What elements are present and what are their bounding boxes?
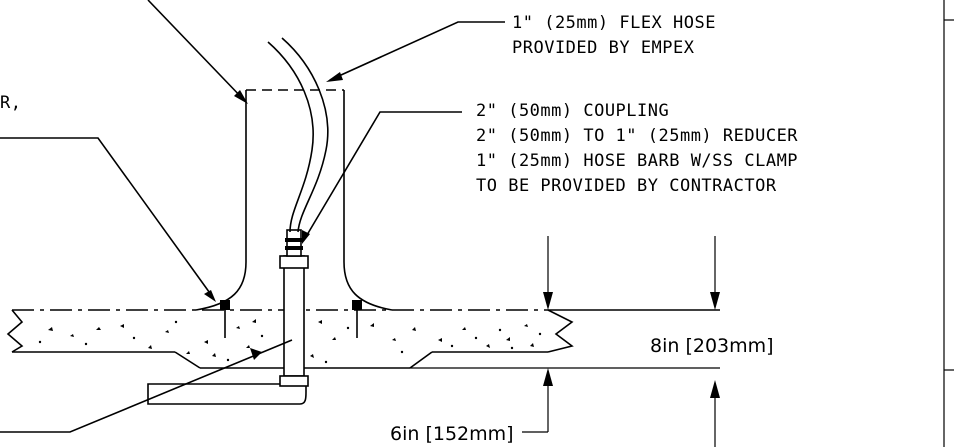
coupling-note-line-2: 2" (50mm) TO 1" (25mm) REDUCER bbox=[476, 126, 798, 146]
depression-depth-dimension: 6in [152mm] bbox=[390, 423, 514, 445]
partial-note-left: R, bbox=[0, 93, 21, 113]
leaders bbox=[0, 0, 505, 433]
coupling-note-line-3: 1" (25mm) HOSE BARB W/SS CLAMP bbox=[476, 151, 798, 171]
sheet-border bbox=[943, 0, 954, 447]
flex-hose-note-line-1: 1" (25mm) FLEX HOSE bbox=[512, 13, 716, 33]
slab-thickness-dimension: 8in [203mm] bbox=[650, 335, 774, 357]
anchor-bolts bbox=[220, 300, 362, 338]
drain-pipe bbox=[147, 229, 309, 405]
drain-pedestal bbox=[195, 89, 393, 311]
concrete-slab bbox=[6, 309, 720, 369]
flex-hose bbox=[267, 37, 329, 233]
dimensions bbox=[522, 236, 720, 447]
aggregate-hatch bbox=[38, 319, 542, 364]
coupling-note-line-1: 2" (50mm) COUPLING bbox=[476, 101, 669, 121]
flex-hose-note-line-2: PROVIDED BY EMPEX bbox=[512, 38, 695, 58]
coupling-note-line-4: TO BE PROVIDED BY CONTRACTOR bbox=[476, 176, 777, 196]
